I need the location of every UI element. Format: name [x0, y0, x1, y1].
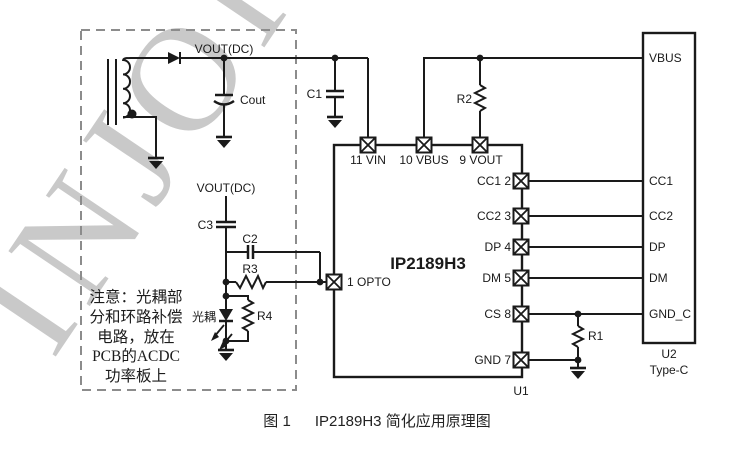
ground-symbol [568, 366, 588, 381]
vout-dc-top-label: VOUT(DC) [195, 42, 254, 56]
figure-number: 图 1 [263, 413, 291, 430]
optocoupler-label: 光耦 [192, 310, 216, 324]
note-line: 电路，放在 [97, 328, 175, 346]
typec-pin-dp-label: DP [649, 240, 666, 254]
ic-pin-vbus-label: 10 VBUS [399, 153, 448, 167]
typec-type-label: Type-C [650, 363, 689, 377]
power-board-dashed-box [80, 29, 297, 391]
typec-wires [528, 180, 643, 361]
ground-symbol [146, 156, 166, 171]
r4-resistor [226, 295, 256, 342]
typec-connector-body [641, 31, 697, 345]
pin-marker-cc2 [512, 207, 530, 225]
typec-pin-cc1-label: CC1 [649, 174, 673, 188]
figure-title: IP2189H3 简化应用原理图 [314, 413, 491, 430]
typec-pin-vbus-label: VBUS [649, 51, 682, 65]
pin-marker-dp [512, 238, 530, 256]
c1-capacitor [326, 58, 344, 117]
ic-pin-cc2-label: CC2 3 [477, 209, 511, 223]
r4-label: R4 [257, 309, 273, 323]
typec-pin-gnd-label: GND_C [649, 307, 691, 321]
r1-label: R1 [588, 329, 604, 343]
note-line: PCB的ACDC [92, 348, 180, 366]
pin-marker-vin [359, 136, 377, 154]
ic-pin-vin-label: 11 VIN [350, 153, 386, 167]
ic-pin-opto-label: 1 OPTO [347, 275, 391, 289]
ic-pin-cc1-label: CC1 2 [477, 174, 511, 188]
winding-polarity-dot [127, 109, 137, 119]
cout-label: Cout [240, 93, 266, 107]
typec-pin-cc2-label: CC2 [649, 209, 673, 223]
r3-label: R3 [242, 262, 258, 276]
typec-ref-label: U2 [661, 347, 677, 361]
ic-pin-dm-label: DM 5 [482, 271, 511, 285]
ic-pin-cs-label: CS 8 [484, 307, 511, 321]
pin-marker-cs [512, 305, 530, 323]
transformer [107, 57, 168, 158]
note-line: 分和环路补偿 [89, 308, 183, 326]
vbus-rail-wire [423, 57, 643, 145]
pin-marker-cc1 [512, 172, 530, 190]
note-line: 注意：光耦部 [89, 289, 183, 306]
ic-body [332, 143, 524, 379]
ic-pin-vout-label: 9 VOUT [459, 153, 503, 167]
ground-symbol [214, 135, 234, 150]
ic-name-label: IP2189H3 [390, 254, 466, 273]
pin-marker-opto [325, 273, 343, 291]
ic-pin-dp-label: DP 4 [485, 240, 512, 254]
c3-label: C3 [198, 218, 214, 232]
pin-marker-vout [471, 136, 489, 154]
output-diode [168, 52, 181, 64]
power-board-note: 注意：光耦部 分和环路补偿 电路，放在 PCB的ACDC 功率板上 [80, 288, 192, 387]
ic-ref-label: U1 [513, 384, 529, 398]
vout-dc-comp-label: VOUT(DC) [197, 181, 256, 195]
pin-marker-dm [512, 269, 530, 287]
vout-dc-rail-wire [180, 57, 369, 145]
r2-label: R2 [457, 92, 473, 106]
ground-symbol [325, 115, 345, 130]
note-line: 功率板上 [104, 368, 167, 386]
r2-resistor [472, 58, 488, 145]
typec-pin-dm-label: DM [649, 271, 668, 285]
cout-capacitor [213, 58, 235, 137]
junction-dots [220, 54, 582, 364]
c2-label: C2 [242, 232, 258, 246]
pin-marker-gnd [512, 351, 530, 369]
figure-caption: 图 1 IP2189H3 简化应用原理图 [0, 410, 754, 431]
ground-symbol [216, 348, 236, 363]
ic-pin-gnd-label: GND 7 [474, 353, 511, 367]
c1-label: C1 [307, 87, 323, 101]
compensation-network [216, 196, 334, 291]
pin-marker-vbus [415, 136, 433, 154]
